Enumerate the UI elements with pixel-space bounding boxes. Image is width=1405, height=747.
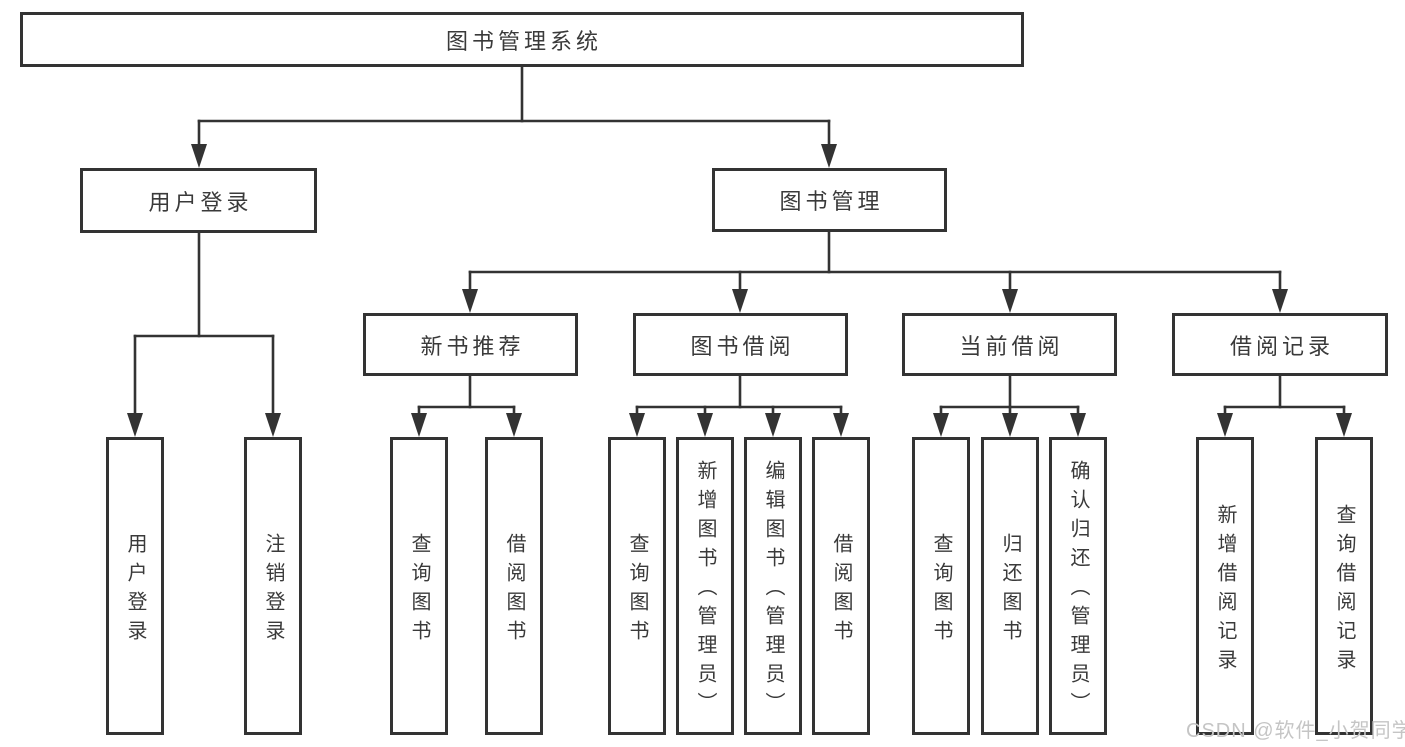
leaf-return-book: 归还图书 — [981, 437, 1039, 735]
leaf-borrow-books-recommend-label: 借阅图书 — [503, 532, 525, 649]
connector-user-login-to-leaves — [127, 231, 281, 437]
leaf-query-books-recommend-label: 查询图书 — [408, 532, 430, 649]
node-book-management: 图书管理 — [712, 168, 947, 232]
leaf-add-book-admin: 新增图书（管理员） — [676, 437, 734, 735]
leaf-query-books-borrow-label: 查询图书 — [626, 532, 648, 649]
leaf-query-borrow-record-label: 查询借阅记录 — [1333, 503, 1355, 678]
connector-book-borrow-to-leaves — [629, 374, 849, 437]
leaf-query-books-current: 查询图书 — [912, 437, 970, 735]
node-current-borrow-label: 当前借阅 — [959, 333, 1064, 359]
node-root-label: 图书管理系统 — [445, 28, 602, 54]
leaf-query-borrow-record: 查询借阅记录 — [1315, 437, 1373, 735]
node-book-borrow-label: 图书借阅 — [690, 333, 795, 359]
leaf-logout-login-label: 注销登录 — [262, 532, 284, 649]
leaf-edit-book-admin: 编辑图书（管理员） — [744, 437, 802, 735]
node-borrow-records-label: 借阅记录 — [1229, 333, 1334, 359]
connector-book-management-to-level3 — [462, 230, 1288, 313]
connector-borrow-records-to-leaves — [1217, 374, 1352, 437]
leaf-logout-login: 注销登录 — [244, 437, 302, 735]
leaf-return-book-label: 归还图书 — [999, 532, 1021, 649]
watermark-text: CSDN @软件_小贺同学 — [1186, 720, 1405, 742]
node-current-borrow: 当前借阅 — [902, 313, 1117, 376]
node-root: 图书管理系统 — [20, 12, 1024, 67]
leaf-borrow-books-borrow: 借阅图书 — [812, 437, 870, 735]
leaf-query-books-recommend: 查询图书 — [390, 437, 448, 735]
leaf-confirm-return-admin: 确认归还（管理员） — [1049, 437, 1107, 735]
leaf-add-borrow-record: 新增借阅记录 — [1196, 437, 1254, 735]
leaf-user-login: 用户登录 — [106, 437, 164, 735]
connector-current-borrow-to-leaves — [933, 374, 1086, 437]
node-new-book-recommend: 新书推荐 — [363, 313, 578, 376]
node-book-management-label: 图书管理 — [779, 189, 884, 214]
leaf-borrow-books-borrow-label: 借阅图书 — [830, 532, 852, 649]
leaf-user-login-label: 用户登录 — [124, 532, 146, 649]
node-user-login-label: 用户登录 — [148, 189, 253, 215]
leaf-query-books-borrow: 查询图书 — [608, 437, 666, 735]
connector-new-book-recommend-to-leaves — [411, 374, 522, 437]
node-book-borrow: 图书借阅 — [633, 313, 848, 376]
connector-root-to-level2 — [191, 65, 837, 168]
leaf-query-books-current-label: 查询图书 — [930, 532, 952, 649]
leaf-add-book-admin-label: 新增图书（管理员） — [694, 460, 716, 721]
node-borrow-records: 借阅记录 — [1172, 313, 1388, 376]
leaf-confirm-return-admin-label: 确认归还（管理员） — [1067, 460, 1089, 721]
leaf-add-borrow-record-label: 新增借阅记录 — [1214, 503, 1236, 678]
leaf-borrow-books-recommend: 借阅图书 — [485, 437, 543, 735]
node-new-book-recommend-label: 新书推荐 — [420, 333, 525, 359]
leaf-edit-book-admin-label: 编辑图书（管理员） — [762, 460, 784, 721]
node-user-login: 用户登录 — [80, 168, 317, 233]
